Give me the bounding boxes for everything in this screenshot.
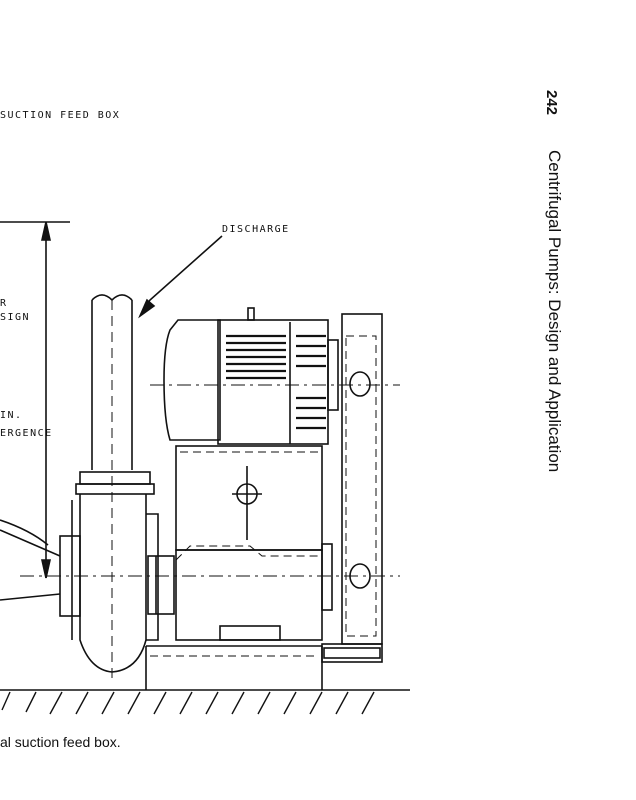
left-label-sign: SIGN [0, 312, 31, 323]
left-label-ergence: ERGENCE [0, 428, 53, 439]
pump-casing [0, 494, 159, 673]
base-plate [145, 645, 323, 690]
discharge-label: DISCHARGE [222, 224, 290, 235]
floor [0, 689, 410, 715]
page-number: 242 [543, 90, 560, 116]
suction-feed-box [321, 313, 383, 663]
figure-caption: al suction feed box. [0, 734, 121, 750]
motor-pedestal [175, 445, 323, 551]
figure-title: SUCTION FEED BOX [0, 110, 121, 121]
left-label-r: R [0, 298, 8, 309]
discharge-pipe [75, 294, 155, 680]
bearing-frame [175, 543, 333, 641]
book-title: Centrifugal Pumps: Design and Applicatio… [545, 150, 564, 473]
motor [163, 307, 339, 445]
coupling [147, 555, 175, 615]
left-label-in: IN. [0, 410, 23, 421]
